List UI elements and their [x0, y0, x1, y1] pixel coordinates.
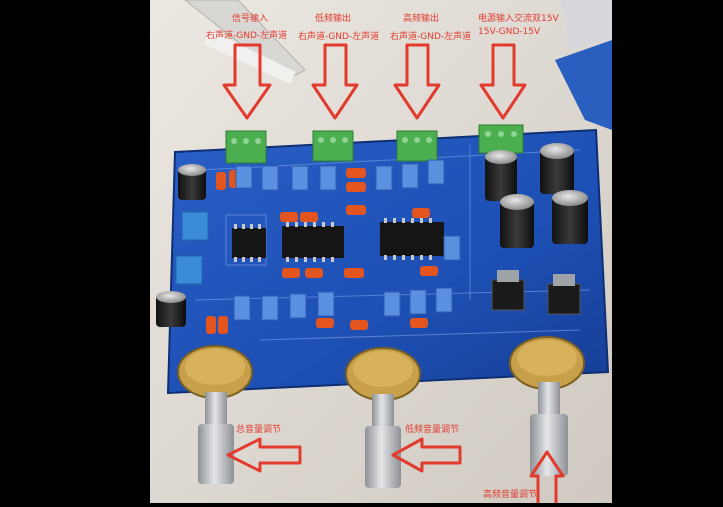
- bass-output-label: 低频输出: [315, 14, 352, 24]
- master-volume-label: 总音量调节: [236, 425, 282, 435]
- potentiometer-knobs: [177, 336, 585, 401]
- power-input-pins-label: 15V-GND-15V: [478, 27, 541, 37]
- bass-output-pins-label: 右声道-GND-左声道: [298, 32, 380, 42]
- treble-output-label: 高频输出: [403, 14, 440, 24]
- ic-chips: [232, 218, 444, 262]
- electrolytic-capacitors: [156, 143, 588, 327]
- trimmer-pots: [233, 159, 461, 321]
- signal-input-pins-label: 右声道-GND-左声道: [206, 31, 288, 41]
- annotation-arrows: [222, 43, 565, 503]
- blue-object: [555, 40, 612, 130]
- signal-input-label: 信号输入: [232, 14, 269, 24]
- terminal-blocks: [225, 124, 524, 164]
- potentiometer-shafts: [198, 382, 568, 488]
- film-capacitors: [175, 211, 209, 285]
- voltage-regulators: [491, 270, 581, 315]
- bass-volume-label: 低频音量调节: [405, 425, 460, 435]
- treble-output-pins-label: 右声道-GND-左声道: [390, 32, 472, 42]
- ceramic-capacitors: [206, 168, 438, 334]
- treble-volume-label: 高频音量调节: [483, 490, 538, 500]
- pen-tip: [204, 30, 296, 84]
- power-input-label: 电源输入交流双15V: [478, 14, 559, 24]
- white-wrap: [560, 0, 612, 50]
